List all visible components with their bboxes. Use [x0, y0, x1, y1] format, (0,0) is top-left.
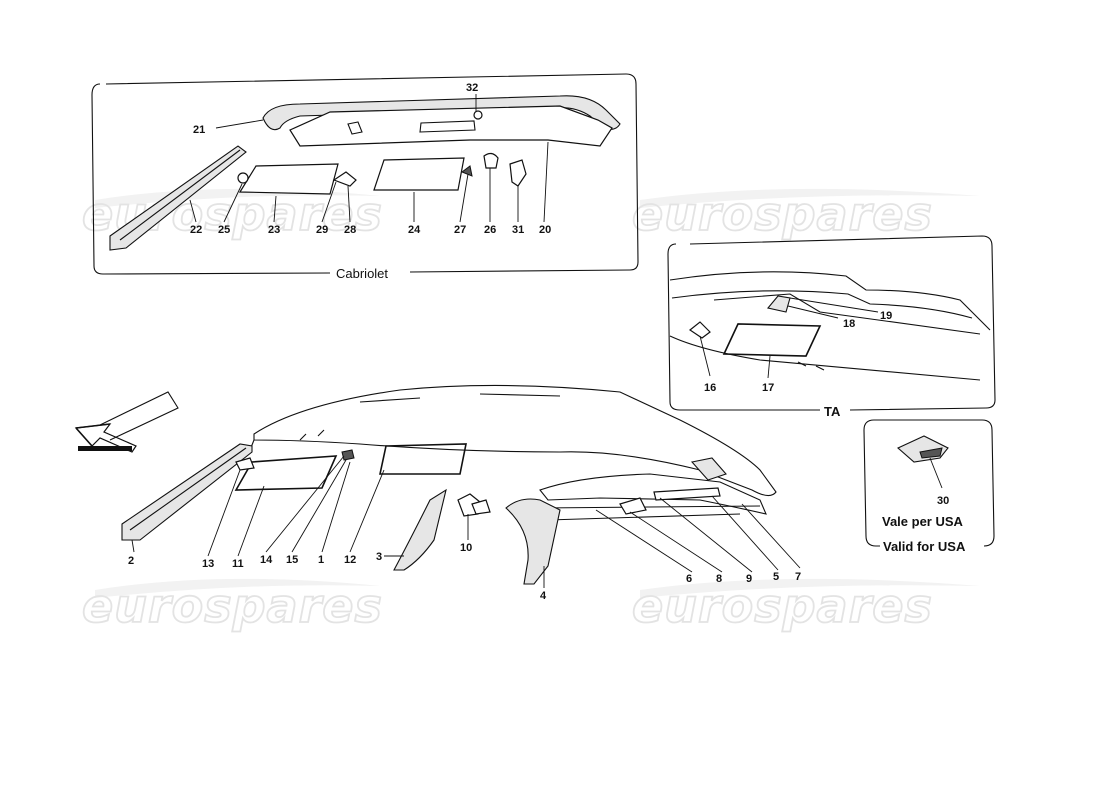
watermark-text: eurospares — [632, 579, 933, 633]
ta-caption: TA — [824, 404, 841, 419]
callout-7: 7 — [795, 571, 801, 583]
callout-24: 24 — [408, 224, 421, 236]
callout-numbers: 32 21 22 25 23 29 28 24 27 26 31 20 16 1… — [128, 82, 949, 602]
callout-18: 18 — [843, 318, 855, 330]
usa-panel: Vale per USA Valid for USA — [863, 419, 995, 554]
callout-9: 9 — [746, 573, 752, 585]
callout-4: 4 — [540, 590, 547, 602]
leader-lines — [131, 94, 943, 588]
callout-8: 8 — [716, 573, 722, 585]
callout-27: 27 — [454, 224, 466, 236]
usa-caption-en: Valid for USA — [883, 539, 966, 554]
callout-32: 32 — [466, 82, 478, 94]
usa-caption-it: Vale per USA — [882, 514, 964, 529]
cabriolet-caption: Cabriolet — [336, 266, 388, 281]
callout-25: 25 — [218, 224, 230, 236]
callout-11: 11 — [232, 558, 244, 570]
callout-1: 1 — [318, 554, 324, 566]
callout-14: 14 — [260, 554, 273, 566]
callout-17: 17 — [762, 382, 774, 394]
callout-21: 21 — [193, 124, 205, 136]
callout-6: 6 — [686, 573, 692, 585]
callout-31: 31 — [512, 224, 524, 236]
watermark-text: eurospares — [82, 579, 383, 633]
front-direction-arrow-icon — [74, 391, 179, 453]
callout-30: 30 — [937, 495, 949, 507]
callout-12: 12 — [344, 554, 356, 566]
callout-15: 15 — [286, 554, 298, 566]
main-headliner-assembly — [121, 384, 777, 585]
callout-22: 22 — [190, 224, 202, 236]
callout-5: 5 — [773, 571, 779, 583]
callout-2: 2 — [128, 555, 134, 567]
callout-3: 3 — [376, 551, 382, 563]
watermark-text: eurospares — [632, 187, 933, 241]
callout-20: 20 — [539, 224, 551, 236]
callout-13: 13 — [202, 558, 214, 570]
callout-16: 16 — [704, 382, 716, 394]
callout-23: 23 — [268, 224, 280, 236]
watermarks: eurospares eurospares eurospares eurospa… — [81, 186, 980, 634]
callout-28: 28 — [344, 224, 356, 236]
callout-29: 29 — [316, 224, 328, 236]
callout-10: 10 — [460, 542, 472, 554]
ta-panel: TA — [667, 235, 996, 419]
callout-26: 26 — [484, 224, 496, 236]
callout-19: 19 — [880, 310, 892, 322]
cabriolet-panel: Cabriolet — [91, 73, 639, 281]
